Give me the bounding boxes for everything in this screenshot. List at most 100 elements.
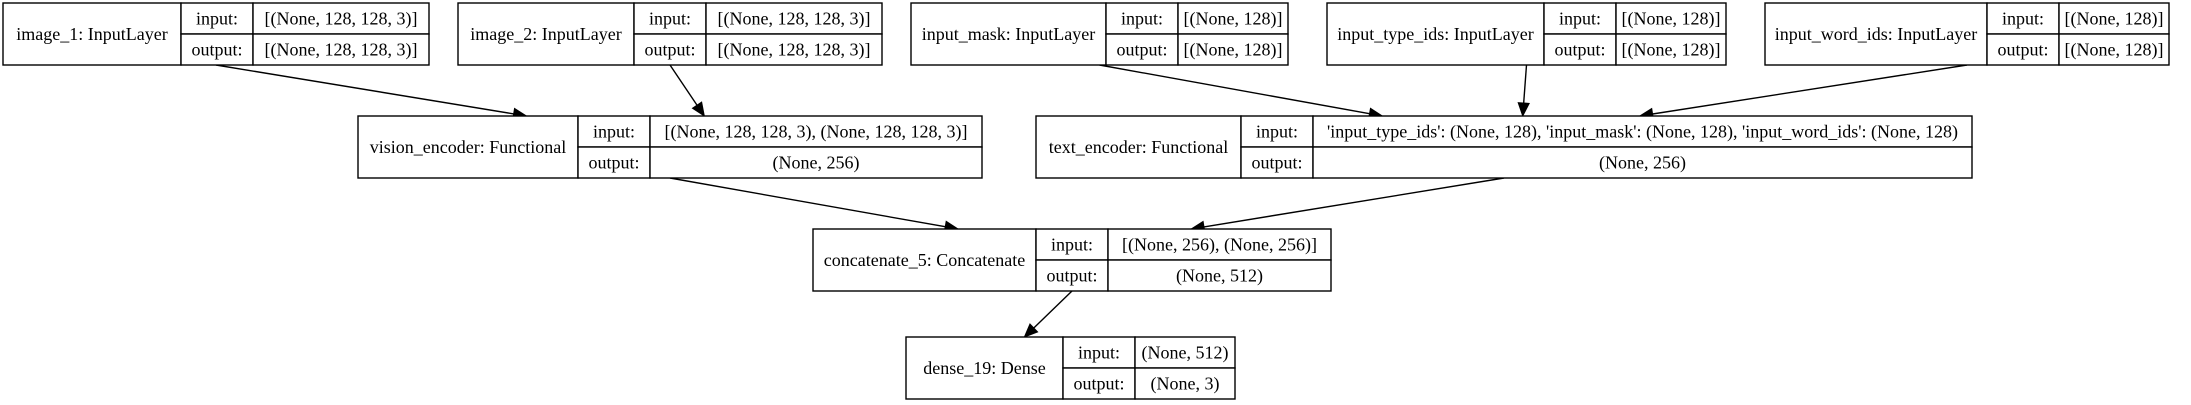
layer-name-cell — [1764, 2, 1988, 66]
input-label-cell — [1105, 2, 1179, 35]
output-label: output: — [1554, 40, 1605, 60]
output-shape: (None, 3) — [1151, 374, 1220, 395]
input-label-cell — [1240, 115, 1314, 148]
edge-vision-encoder-to-concatenate-5 — [669, 177, 960, 233]
output-shape: (None, 256) — [773, 153, 860, 174]
output-shape-cell — [1134, 367, 1236, 400]
layer-name: image_2: InputLayer — [470, 24, 621, 44]
output-shape: [(None, 128)] — [2065, 40, 2164, 61]
layer-name: concatenate_5: Concatenate — [824, 250, 1025, 270]
output-label: output: — [644, 40, 695, 60]
input-label: input: — [196, 9, 238, 29]
layer-node-input-type-ids: input_type_ids: InputLayer input: output: [… — [1326, 2, 1727, 66]
arrowhead-icon — [1517, 102, 1530, 118]
layer-name-cell — [1326, 2, 1545, 66]
output-label: output: — [1046, 266, 1097, 286]
output-shape-cell — [649, 146, 983, 179]
input-shape: (None, 512) — [1142, 343, 1229, 364]
output-shape: (None, 512) — [1176, 266, 1263, 287]
input-shape-cell — [1177, 2, 1289, 35]
input-label: input: — [1051, 235, 1093, 255]
arrowhead-icon — [691, 101, 706, 118]
input-label: input: — [593, 122, 635, 142]
input-label: input: — [1121, 9, 1163, 29]
output-shape: (None, 256) — [1599, 153, 1686, 174]
input-label: input: — [1559, 9, 1601, 29]
layer-name: text_encoder: Functional — [1049, 137, 1228, 157]
input-shape: 'input_type_ids': (None, 128), 'input_ma… — [1327, 122, 1958, 143]
layer-node-concatenate-5: concatenate_5: Concatenateinput:output:[… — [812, 228, 1332, 292]
output-shape-cell — [2058, 33, 2170, 66]
output-shape-cell — [1107, 259, 1332, 292]
edge-line — [1099, 64, 1370, 115]
edge-line — [1652, 64, 1968, 115]
edges-layer — [215, 64, 1968, 338]
output-label-cell — [180, 33, 254, 66]
output-label-cell — [1240, 146, 1314, 179]
layer-node-dense-19: dense_19: Dense input: output: (None, 512) (… — [905, 336, 1236, 400]
layer-name: vision_encoder: Functional — [370, 137, 566, 157]
input-shape: [(None, 128)] — [2065, 9, 2164, 30]
edge-input-type-ids-to-text-encoder — [1517, 64, 1530, 118]
edge-line — [1203, 177, 1505, 228]
edge-input-mask-to-text-encoder — [1099, 64, 1384, 120]
edge-image-2-to-vision-encoder — [669, 64, 706, 118]
output-label: output: — [1251, 153, 1302, 173]
layer-name-cell — [905, 336, 1064, 400]
layer-name-cell — [812, 228, 1037, 292]
input-label: input: — [649, 9, 691, 29]
input-label-cell — [1543, 2, 1617, 35]
output-shape: [(None, 128, 128, 3)] — [718, 40, 871, 61]
output-shape: [(None, 128)] — [1622, 40, 1721, 61]
output-label-cell — [1062, 367, 1136, 400]
input-label: input: — [1256, 122, 1298, 142]
input-shape-cell — [1312, 115, 1973, 148]
input-shape-cell — [2058, 2, 2170, 35]
output-shape: [(None, 128)] — [1184, 40, 1283, 61]
output-shape-cell — [252, 33, 430, 66]
input-shape: [(None, 128, 128, 3), (None, 128, 128, 3… — [665, 122, 968, 143]
input-label: input: — [2002, 9, 2044, 29]
output-label-cell — [1035, 259, 1109, 292]
layer-name-cell — [2, 2, 182, 66]
layer-name: input_word_ids: InputLayer — [1775, 24, 1977, 44]
edge-concatenate-5-to-dense-19 — [1023, 290, 1073, 338]
input-label: input: — [1078, 343, 1120, 363]
edge-line — [669, 64, 698, 106]
input-shape: [(None, 128)] — [1184, 9, 1283, 30]
arrowhead-icon — [1023, 323, 1039, 338]
input-shape: [(None, 128, 128, 3)] — [265, 9, 418, 30]
layer-node-input-word-ids: input_word_ids: InputLayer input: output: [… — [1764, 2, 2170, 66]
edge-line — [1033, 290, 1073, 329]
edge-image-1-to-vision-encoder — [215, 64, 528, 120]
input-shape: [(None, 128, 128, 3)] — [718, 9, 871, 30]
output-label: output: — [191, 40, 242, 60]
layer-node-image-2: image_2: InputLayer input: output: [(None, … — [457, 2, 883, 66]
layer-name: input_type_ids: InputLayer — [1337, 24, 1533, 44]
layer-name: input_mask: InputLayer — [922, 24, 1095, 44]
edge-text-encoder-to-concatenate-5 — [1189, 177, 1505, 234]
layer-node-vision-encoder: vision_encoder: Functional input: output: [… — [357, 115, 983, 179]
input-shape: [(None, 128)] — [1622, 9, 1721, 30]
edge-input-word-ids-to-text-encoder — [1638, 64, 1968, 121]
layer-node-text-encoder: text_encoder: Functional input: output: 'in… — [1035, 115, 1973, 179]
output-label-cell — [633, 33, 707, 66]
output-label: output: — [1997, 40, 2048, 60]
output-shape-cell — [705, 33, 883, 66]
output-label: output: — [1073, 374, 1124, 394]
layer-name-cell — [457, 2, 635, 66]
output-shape-cell — [1615, 33, 1727, 66]
output-shape-cell — [1177, 33, 1289, 66]
edge-line — [215, 64, 514, 115]
layer-node-image-1: image_1: InputLayerinput:output:[(None, … — [2, 2, 430, 66]
input-shape-cell — [649, 115, 983, 148]
edge-line — [669, 177, 946, 228]
layer-name: dense_19: Dense — [923, 358, 1045, 378]
output-shape-cell — [1312, 146, 1973, 179]
input-shape-cell — [1134, 336, 1236, 369]
nodes-layer: image_1: InputLayerinput:output:[(None, … — [2, 2, 2170, 400]
layer-name-cell — [357, 115, 579, 179]
output-label: output: — [588, 153, 639, 173]
layer-node-input-mask: input_mask: InputLayerinput:output:[(Non… — [910, 2, 1289, 66]
